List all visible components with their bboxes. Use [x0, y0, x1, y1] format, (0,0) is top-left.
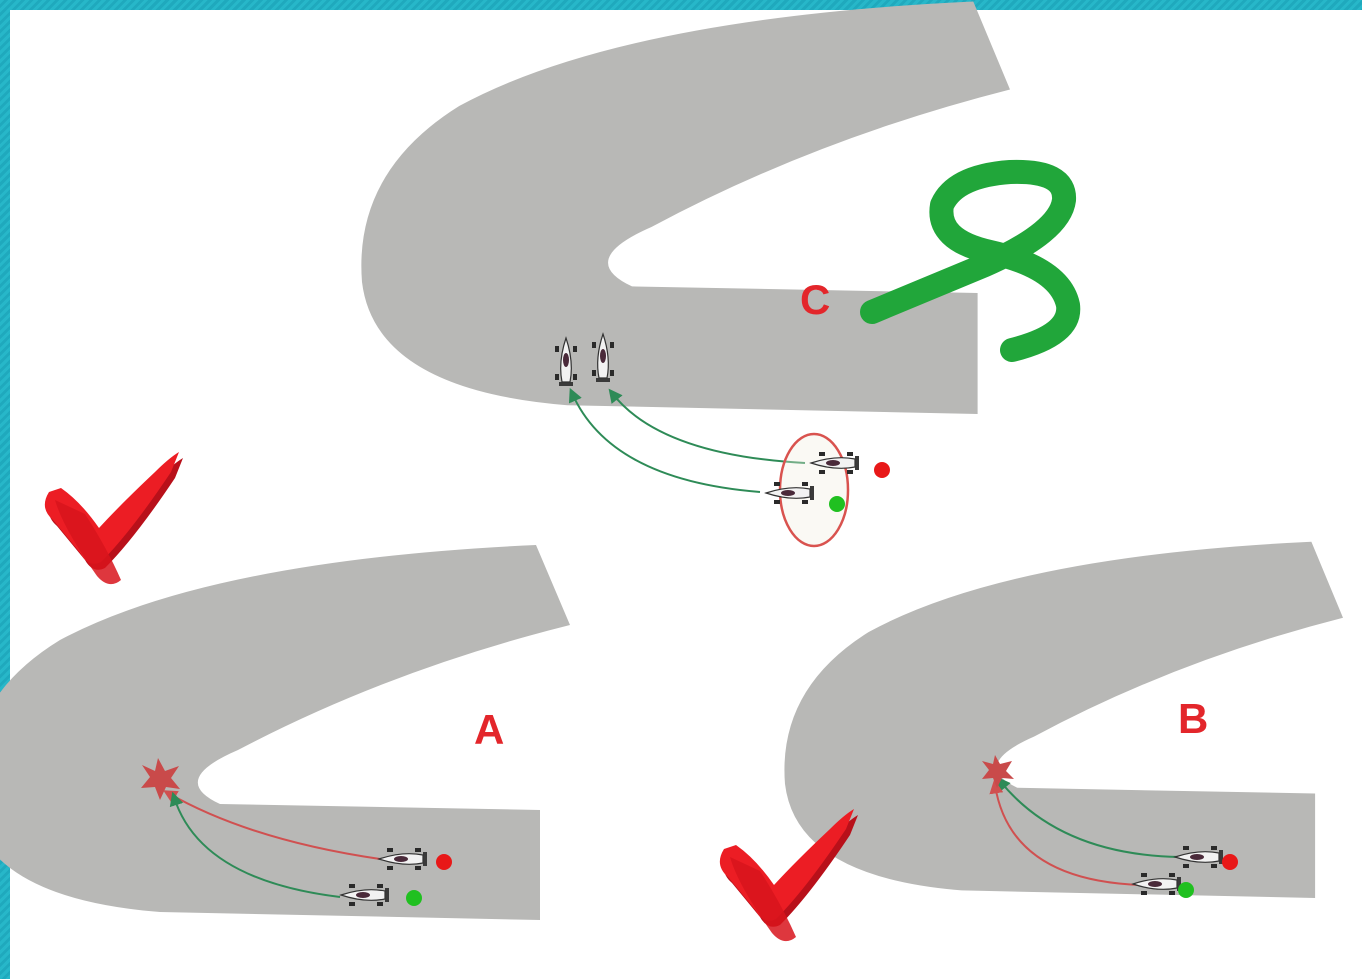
panel-label-a: A: [474, 706, 504, 753]
green-marker: [829, 496, 845, 512]
track-c: [361, 1, 1011, 414]
panel-a: A: [0, 452, 570, 920]
path-a-green: [169, 791, 341, 898]
path-c-green-2: [568, 387, 761, 493]
green-marker: [1178, 882, 1194, 898]
panel-label-c: C: [800, 276, 830, 323]
x-mark-icon: [44, 452, 183, 585]
panel-label-b: B: [1178, 695, 1208, 742]
collision-star-icon: [141, 758, 180, 800]
path-b-green: [996, 776, 1181, 858]
path-b-red: [989, 779, 1141, 886]
path-a-red: [163, 790, 381, 860]
loop-check-icon: [860, 159, 1081, 362]
track-b: [784, 541, 1343, 898]
green-marker: [406, 890, 422, 906]
path-c-green-1: [608, 388, 806, 464]
panel-c: C: [361, 1, 1081, 548]
red-marker: [1222, 854, 1238, 870]
panel-b: B: [719, 541, 1343, 942]
red-marker: [436, 854, 452, 870]
x-mark-icon: [719, 809, 858, 942]
red-marker: [874, 462, 890, 478]
collision-star-icon: [982, 755, 1014, 788]
